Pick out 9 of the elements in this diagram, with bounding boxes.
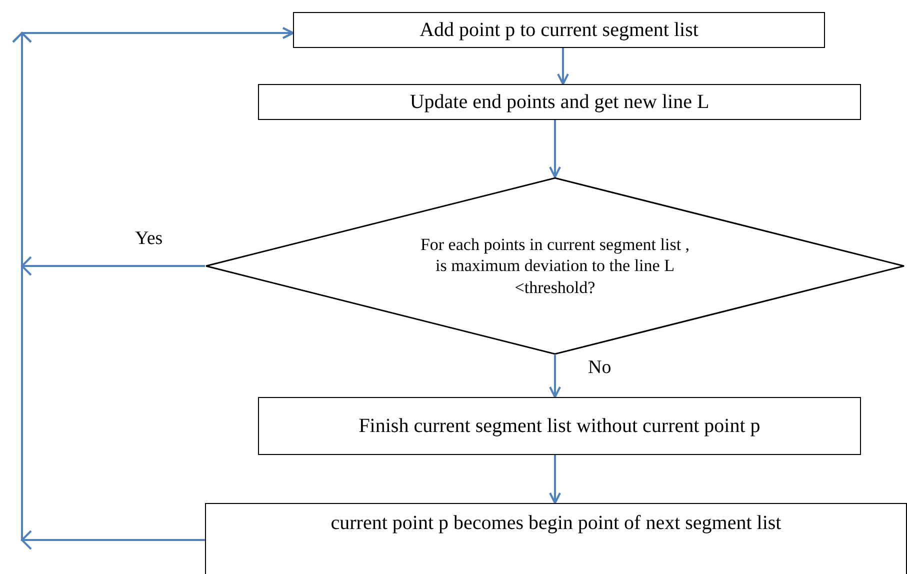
- node-text: current point p becomes begin point of next segment list: [330, 512, 782, 534]
- process-box: [258, 397, 861, 455]
- node-text: Add point p to current segment list: [420, 18, 698, 40]
- process-box: [293, 12, 825, 48]
- node-text: For each points in current segment list , is maximum deviation to the line L <threshold?: [419, 234, 691, 298]
- process-box: [205, 503, 907, 574]
- node-text: Finish current segment list without current point p: [358, 414, 760, 436]
- node-text: Update end points and get new line L: [410, 90, 710, 112]
- process-box: [258, 84, 861, 120]
